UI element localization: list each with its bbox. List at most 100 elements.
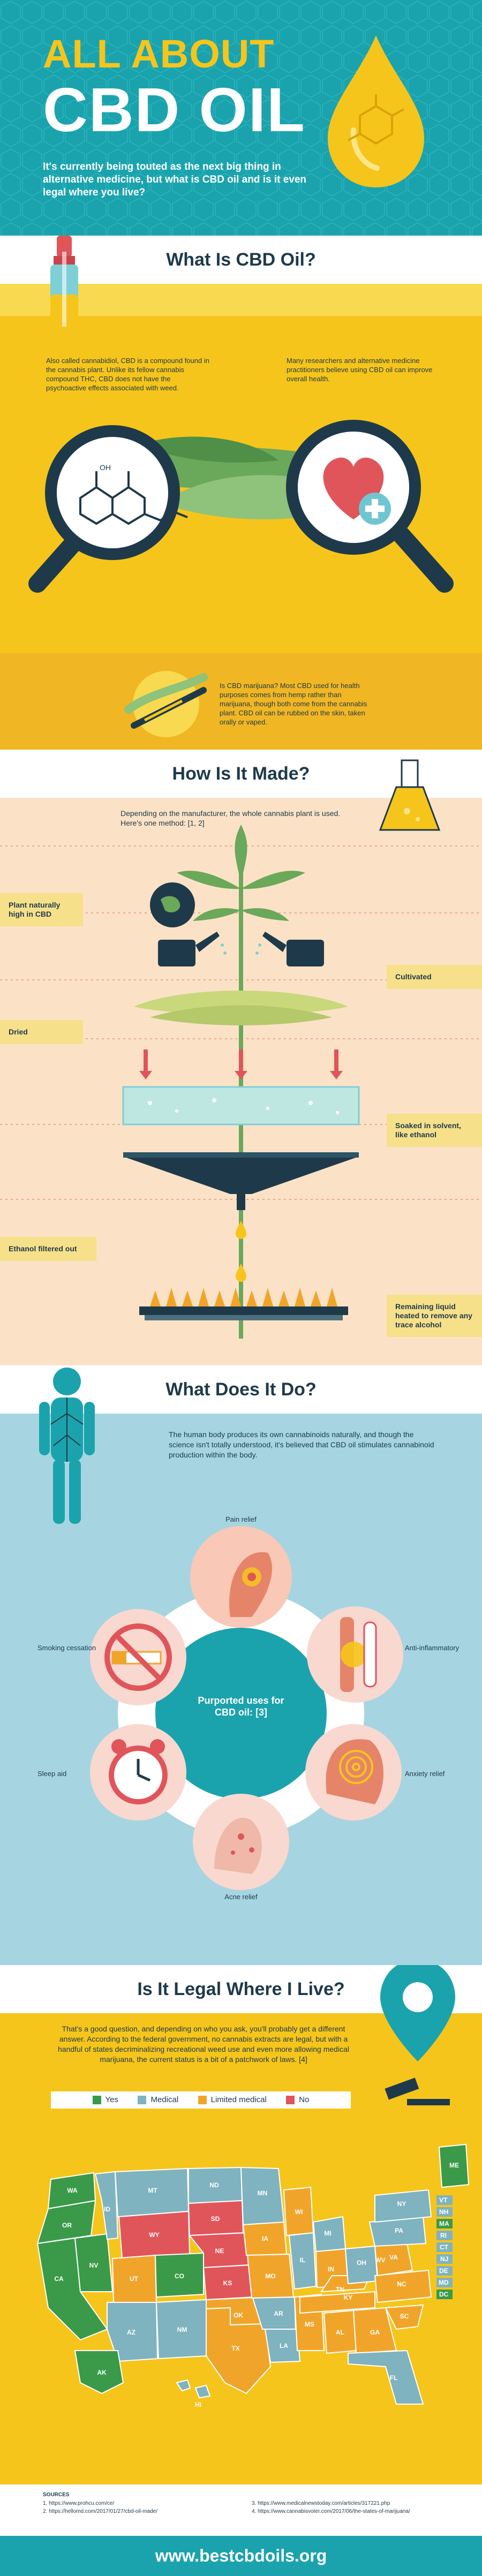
header-title-line1: ALL ABOUT: [43, 32, 275, 76]
what-is-section: What Is CBD Oil? Also called cannabidiol…: [0, 236, 482, 750]
header-intro: It's currently being touted as the next …: [43, 161, 307, 198]
human-body-icon: [39, 1368, 95, 1524]
magnifier-illustration: OH: [28, 420, 454, 593]
svg-text:HI: HI: [195, 2401, 201, 2408]
what-is-banner: What Is CBD Oil?: [0, 236, 482, 284]
step-filtered: Ethanol filtered out: [0, 1237, 96, 1261]
svg-text:MI: MI: [324, 2230, 331, 2237]
location-pin-icon: [380, 1965, 455, 2105]
uses-icons: [90, 1526, 403, 1890]
what-is-left-text: Also called cannabidiol, CBD is a compou…: [46, 357, 209, 392]
svg-text:WI: WI: [295, 2208, 303, 2216]
footer-section: www.bestcbdoils.org: [0, 2536, 482, 2576]
legal-intro: That's a good question, and depending on…: [58, 2024, 349, 2064]
svg-text:OR: OR: [62, 2222, 72, 2229]
svg-text:GA: GA: [370, 2329, 380, 2336]
svg-text:MT: MT: [148, 2187, 157, 2194]
svg-text:CO: CO: [175, 2272, 184, 2280]
svg-text:NH: NH: [439, 2208, 448, 2216]
svg-text:CT: CT: [440, 2243, 449, 2251]
svg-text:VA: VA: [389, 2254, 398, 2261]
svg-text:WY: WY: [149, 2231, 159, 2239]
source-1[interactable]: 1. https://www.prohcu.com/ce/: [43, 2501, 115, 2506]
uses-center-label: Purported uses for CBD oil: [3]: [198, 1695, 284, 1718]
oil-drop-icon: [328, 35, 424, 187]
svg-text:NE: NE: [215, 2247, 224, 2255]
step-cultivated: Cultivated: [387, 965, 482, 989]
svg-text:NJ: NJ: [440, 2255, 448, 2263]
use-acne-relief: Acne relief: [224, 1893, 258, 1901]
legend-limited: Limited medical: [198, 2091, 267, 2109]
svg-text:OH: OH: [357, 2259, 366, 2267]
step-plant: Plant naturally high in CBD: [0, 893, 83, 926]
svg-text:ND: ND: [209, 2181, 219, 2189]
source-3[interactable]: 3. https://www.medicalnewstoday.com/arti…: [252, 2501, 390, 2506]
svg-text:NV: NV: [89, 2262, 99, 2269]
sources-heading: SOURCES: [43, 2492, 70, 2498]
legend-limited-swatch: [198, 2096, 207, 2105]
svg-text:OK: OK: [234, 2311, 243, 2319]
step-dried: Dried: [0, 1020, 83, 1044]
svg-text:IN: IN: [328, 2265, 334, 2273]
svg-text:AL: AL: [336, 2329, 344, 2336]
svg-text:NC: NC: [397, 2280, 406, 2288]
svg-text:KS: KS: [223, 2279, 232, 2287]
footer-url[interactable]: www.bestcbdoils.org: [155, 2546, 327, 2565]
what-does-section: What Does It Do? The human body produces…: [0, 1365, 482, 1965]
svg-text:AR: AR: [274, 2310, 283, 2317]
use-anti-inflammatory: Anti-inflammatory: [405, 1644, 460, 1652]
how-made-intro: Depending on the manufacturer, the whole…: [120, 809, 341, 827]
svg-text:UT: UT: [130, 2275, 139, 2283]
svg-text:MD: MD: [439, 2279, 449, 2286]
svg-text:TX: TX: [231, 2345, 239, 2352]
svg-text:MO: MO: [265, 2272, 275, 2280]
use-pain-relief: Pain relief: [225, 1515, 257, 1523]
svg-text:DC: DC: [439, 2291, 449, 2298]
svg-text:MS: MS: [305, 2321, 314, 2328]
svg-text:IL: IL: [300, 2256, 306, 2264]
svg-text:MN: MN: [258, 2189, 268, 2197]
svg-text:FL: FL: [390, 2374, 398, 2382]
svg-text:CA: CA: [54, 2275, 64, 2283]
svg-text:SD: SD: [211, 2215, 220, 2223]
svg-text:SC: SC: [400, 2313, 409, 2320]
legal-legend: Yes Medical Limited medical No: [51, 2091, 351, 2109]
legend-medical: Medical: [138, 2091, 178, 2109]
legal-section: Is It Legal Where I Live? That's a good …: [0, 1965, 482, 2484]
legend-yes-swatch: [92, 2096, 101, 2105]
marijuana-text: Is CBD marijuana? Most CBD used for heal…: [220, 682, 367, 726]
svg-text:NM: NM: [177, 2326, 187, 2333]
svg-text:TN: TN: [336, 2286, 344, 2293]
legend-yes: Yes: [92, 2091, 118, 2109]
step-soaked: Soaked in solvent, like ethanol: [387, 1114, 482, 1147]
what-does-intro: The human body produces its own cannabin…: [169, 1430, 434, 1459]
svg-text:AZ: AZ: [127, 2329, 135, 2336]
svg-text:AK: AK: [97, 2369, 107, 2376]
svg-text:ME: ME: [449, 2162, 459, 2169]
svg-text:ID: ID: [104, 2205, 110, 2213]
header-section: ALL ABOUT CBD OIL It's currently being t…: [0, 0, 482, 236]
how-made-section: How Is It Made? Depending on the manufac…: [0, 750, 482, 1365]
source-2[interactable]: 2. https://hellomd.com/2017/01/27/cbd-oi…: [43, 2509, 158, 2514]
legend-no-swatch: [286, 2096, 295, 2105]
how-made-heading: How Is It Made?: [172, 764, 310, 784]
svg-text:MA: MA: [439, 2220, 449, 2227]
flask-icon: [379, 759, 441, 831]
source-4[interactable]: 4. https://www.cannabisvoter.com/2017/06…: [252, 2509, 410, 2514]
vape-pen-icon: [124, 671, 208, 737]
svg-text:IA: IA: [262, 2235, 268, 2242]
legal-heading: Is It Legal Where I Live?: [137, 1979, 345, 1999]
use-sleep-aid: Sleep aid: [37, 1770, 67, 1778]
process-guides: [0, 825, 482, 1339]
legend-no: No: [286, 2091, 309, 2109]
dropper-bottle-icon: [50, 236, 78, 334]
svg-text:WV: WV: [375, 2256, 385, 2264]
what-is-right-text: Many researchers and alternative medicin…: [287, 357, 433, 383]
svg-text:PA: PA: [395, 2227, 403, 2234]
header-title-line2: CBD OIL: [43, 75, 306, 145]
svg-text:VT: VT: [439, 2196, 448, 2204]
svg-text:NY: NY: [397, 2200, 406, 2208]
what-does-heading: What Does It Do?: [165, 1379, 317, 1400]
use-smoking-cessation: Smoking cessation: [37, 1644, 96, 1652]
